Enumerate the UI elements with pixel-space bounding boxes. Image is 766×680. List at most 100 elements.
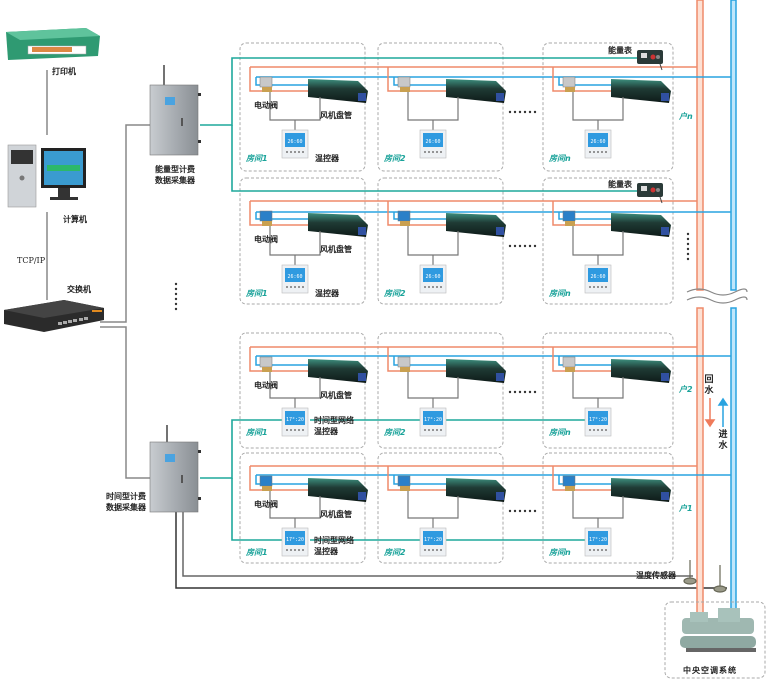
network-thermostat-icon: 17°:20 (584, 527, 612, 557)
network-thermostat-icon: 17°:20 (419, 527, 447, 557)
network-thermostat-label-1: 时间型网络 (314, 536, 354, 545)
svg-text:26:60: 26:60 (287, 274, 302, 280)
switch-label: 交换机 (67, 285, 91, 294)
room-label: 房间1 (246, 548, 268, 557)
floor-pipes (249, 66, 731, 491)
return-riser (696, 0, 704, 619)
thermostat-icon: 26:60 (419, 264, 447, 294)
motorized-valve-icon (562, 76, 576, 92)
room-label: 房间2 (384, 428, 406, 437)
energy-meter-icon (637, 183, 663, 204)
household-label: 户2 (679, 385, 693, 394)
ellipsis-dot (686, 252, 690, 256)
supply-loop (558, 77, 613, 86)
ellipsis-dot (174, 302, 178, 306)
ellipsis-dots-horizontal (508, 509, 537, 513)
return-loop (552, 347, 613, 372)
svg-text:17°:20: 17°:20 (286, 537, 304, 543)
room-label: 房间2 (384, 154, 406, 163)
network-thermostat-icon: 17°:20 (281, 407, 309, 437)
supply-loop (393, 77, 448, 86)
svg-text:26:60: 26:60 (287, 139, 302, 145)
network-wiring (46, 70, 150, 479)
svg-text:17°:20: 17°:20 (424, 417, 442, 423)
ellipsis-dot (686, 237, 690, 241)
supply-loop (255, 77, 310, 86)
central-ac-label: 中央空调系统 (683, 666, 737, 675)
network-thermostat-label-2: 温控器 (314, 547, 338, 556)
supply-water-arrow (717, 397, 729, 427)
room-label: 房间1 (246, 428, 268, 437)
thermostat-icon: 26:60 (419, 129, 447, 159)
room-label: 房间1 (246, 289, 268, 298)
fan-coil-unit-icon (611, 79, 671, 103)
computer-label: 计算机 (63, 215, 87, 224)
return-loop (387, 466, 448, 491)
sensor-wiring (175, 505, 727, 589)
room-label: 房间n (549, 154, 571, 163)
energy-collector-label-1: 能量型计费 (155, 165, 195, 174)
supply-loop (558, 475, 613, 485)
fan-coil-unit-icon (446, 213, 506, 237)
fan-coil-label: 风机盘管 (320, 111, 352, 120)
thermostat-label: 温控器 (315, 289, 339, 298)
supply-loop (393, 356, 448, 366)
motorized-valve-icon (259, 210, 273, 226)
svg-text:26:60: 26:60 (425, 139, 440, 145)
supply-loop (558, 356, 613, 366)
room-label: 房间n (549, 548, 571, 557)
energy-collector-cabinet (149, 65, 201, 156)
thermostat-icon: 26:60 (281, 129, 309, 159)
supply-loop (255, 212, 310, 220)
supply-loop (558, 212, 613, 220)
return-loop (387, 347, 448, 372)
motorized-valve-icon (397, 475, 411, 491)
svg-text:26:60: 26:60 (590, 274, 605, 280)
svg-text:17°:20: 17°:20 (589, 537, 607, 543)
room-devices: 26:60 26:60 26:60 26:60 26:60 26:60 17°:20 17°:… (259, 76, 671, 557)
supply-riser (730, 0, 737, 619)
network-thermostat-icon: 17°:20 (281, 527, 309, 557)
room-label: 房间2 (384, 548, 406, 557)
motorized-valve-icon (259, 76, 273, 92)
fan-coil-unit-icon (308, 478, 368, 502)
return-water-label-1: 回 (704, 375, 714, 385)
temperature-sensor-icon (683, 560, 727, 593)
fan-coil-label: 风机盘管 (320, 245, 352, 254)
household-label: 户1 (679, 504, 693, 513)
network-thermostat-label-2: 温控器 (314, 427, 338, 436)
computer-icon (7, 144, 86, 208)
supply-water-label-2: 水 (718, 441, 728, 451)
valve-label: 电动阀 (254, 381, 278, 390)
network-thermostat-label-1: 时间型网络 (314, 416, 354, 425)
ellipsis-dot (174, 297, 178, 301)
energy-meter-label: 能量表 (608, 46, 632, 55)
motorized-valve-icon (397, 356, 411, 372)
time-collector-label-2: 数据采集器 (106, 503, 146, 512)
return-loop (249, 347, 310, 372)
return-loop (387, 201, 448, 226)
room-label: 房间1 (246, 154, 268, 163)
valve-label: 电动阀 (254, 500, 278, 509)
ellipsis-dot (174, 282, 178, 286)
ellipsis-dots-horizontal (508, 110, 537, 114)
fan-coil-unit-icon (308, 213, 368, 237)
room-label: 房间n (549, 428, 571, 437)
household-label: 户n (679, 112, 693, 121)
svg-text:26:60: 26:60 (425, 274, 440, 280)
supply-loop (255, 356, 310, 366)
room-boxes (239, 42, 766, 679)
network-switch-icon (4, 300, 104, 332)
fan-coil-unit-icon (308, 359, 368, 383)
thermostat-icon: 26:60 (584, 129, 612, 159)
fan-coil-label: 风机盘管 (320, 391, 352, 400)
fan-coil-label: 风机盘管 (320, 510, 352, 519)
return-loop (552, 67, 613, 92)
protocol-label: TCP/IP (17, 256, 46, 265)
return-loop (552, 466, 613, 491)
ellipsis-dots-horizontal (508, 244, 537, 248)
ellipsis-dot (174, 307, 178, 311)
temp-sensor-label: 温度传感器 (636, 571, 676, 580)
valve-label: 电动阀 (254, 235, 278, 244)
